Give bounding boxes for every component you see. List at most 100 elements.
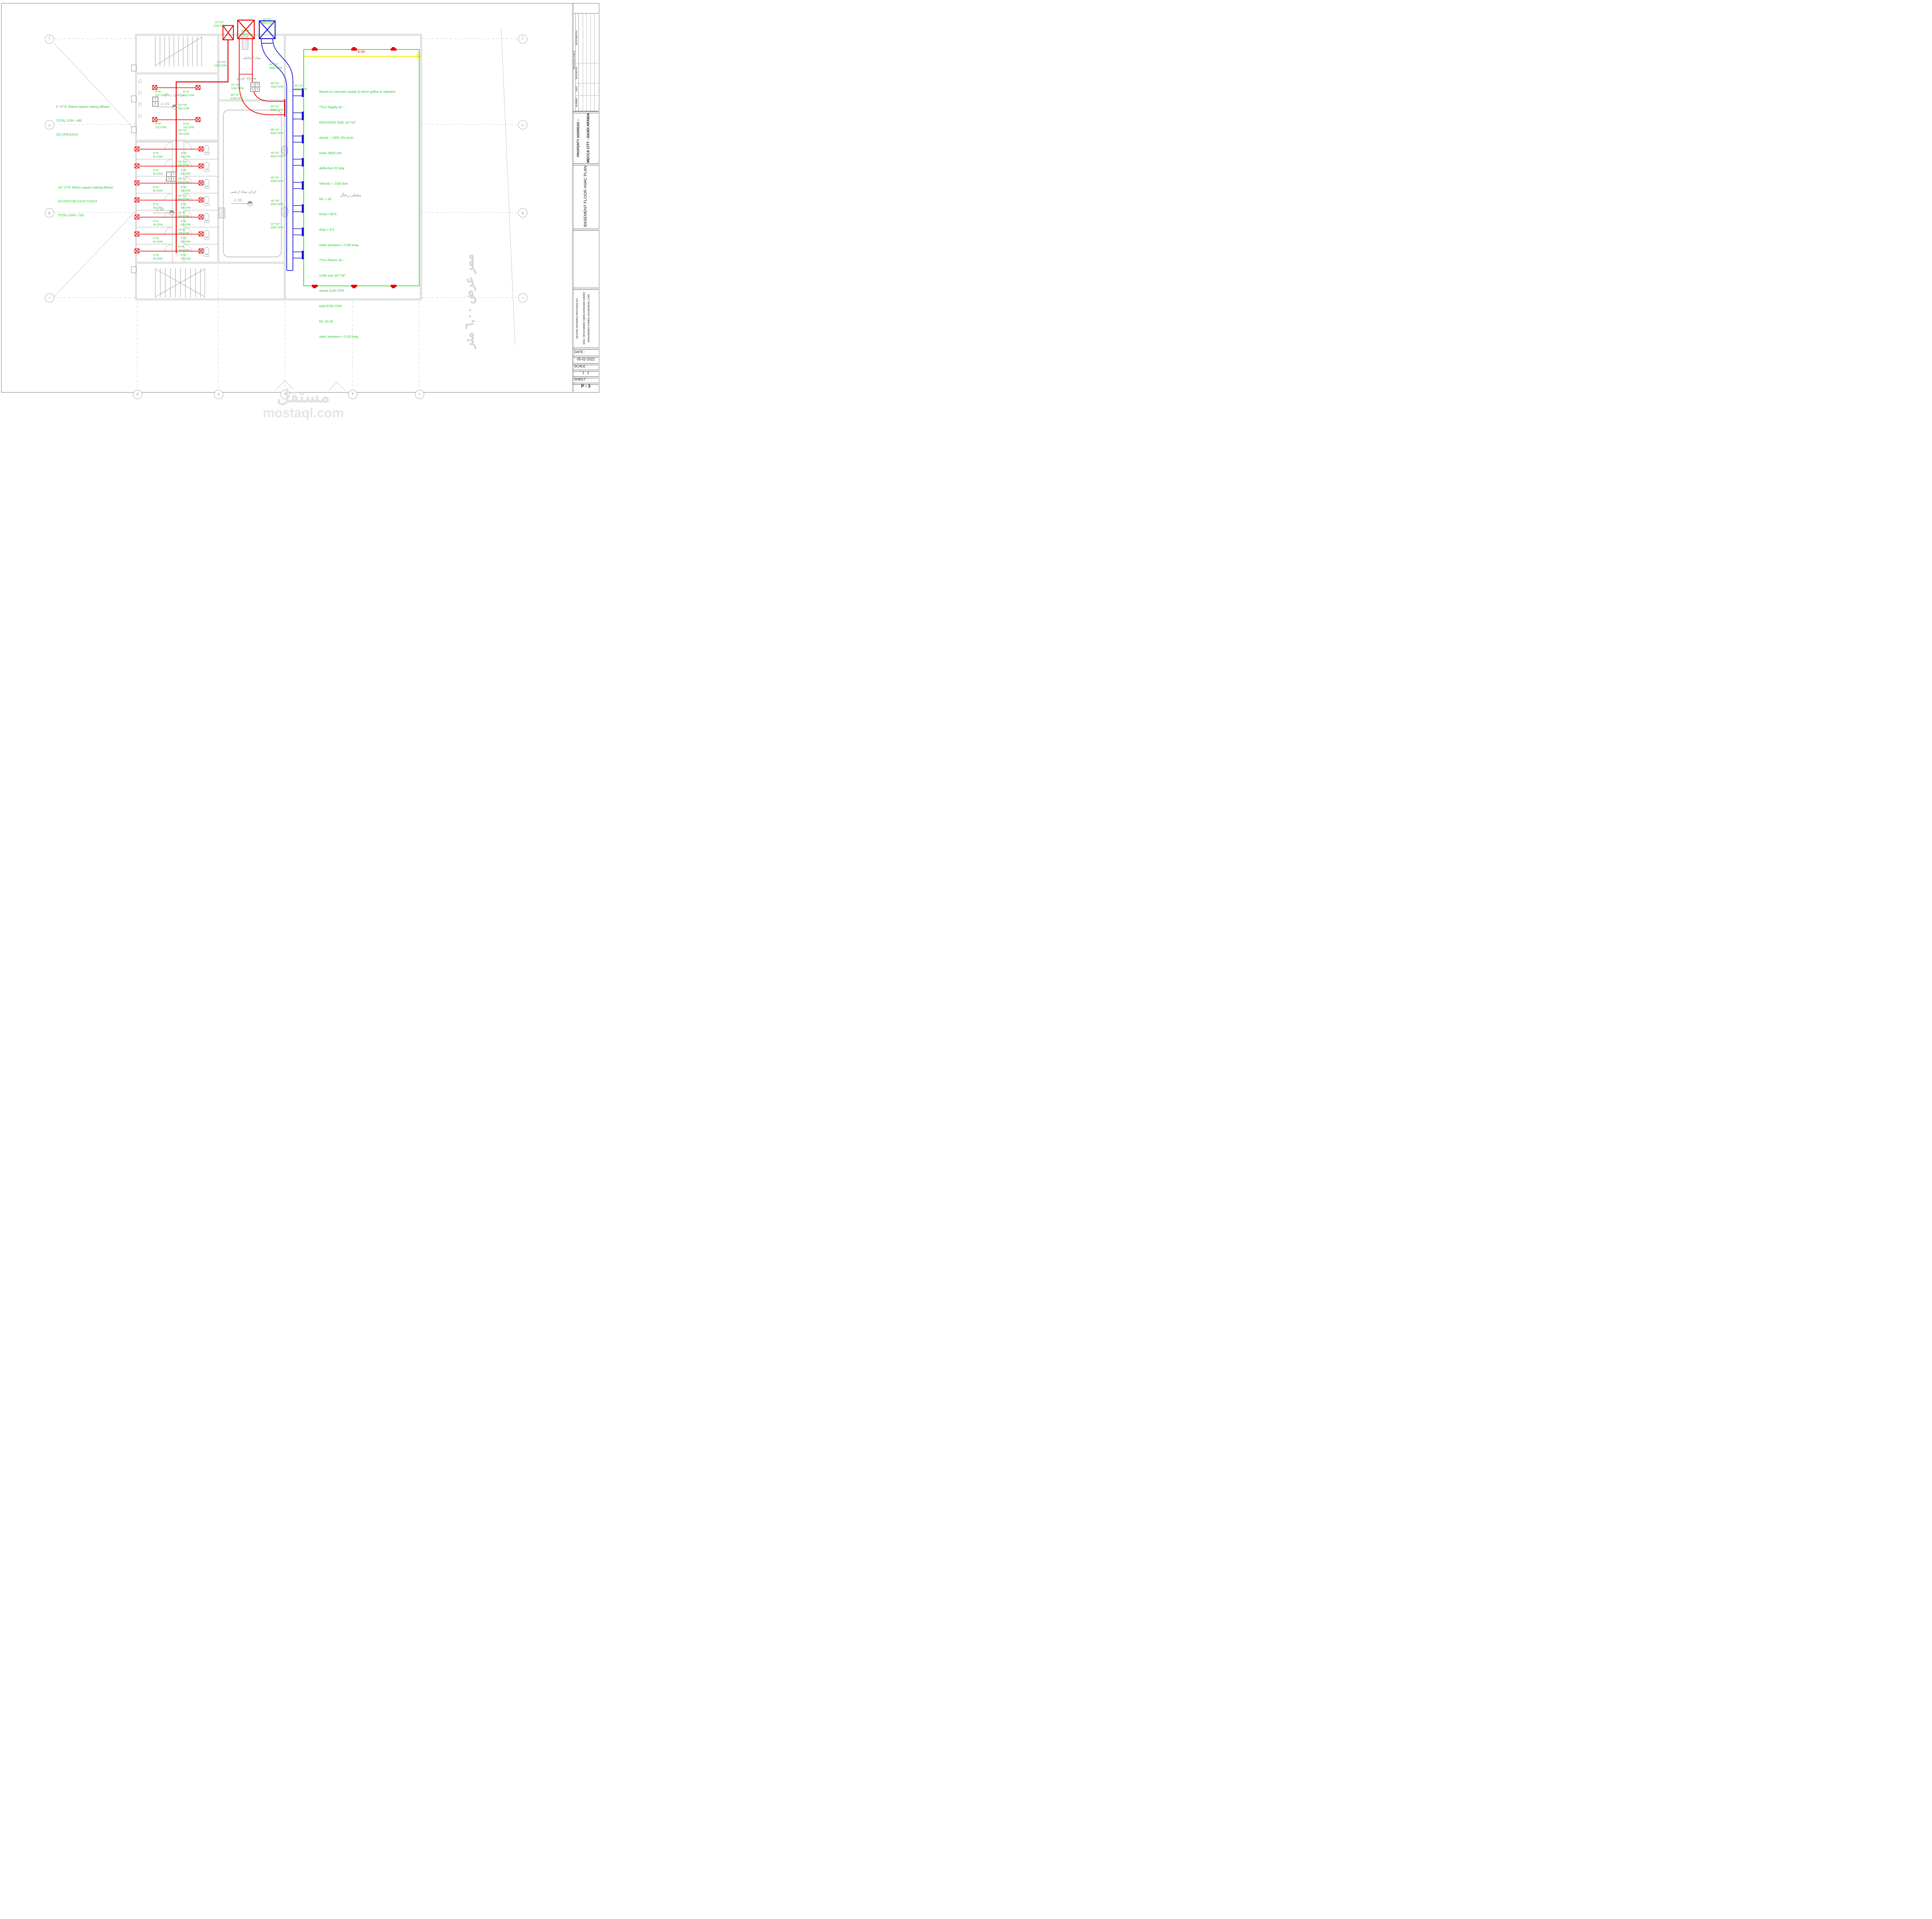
toilet-trunk-label: 16''*12''500 CFM <box>178 178 189 184</box>
note-line: 4 * 6"*6" Return square celeing diffuser <box>56 105 110 109</box>
titleblock-left-border <box>572 3 573 392</box>
spec-line: NC = 35 <box>319 197 332 201</box>
supply-fan-label: 40''*22''8000 CFM <box>261 19 274 25</box>
ablution-branch-label: 8''*8''110 CFM <box>183 123 194 129</box>
exhaust-riser-label: 22''*20''1160 CFM <box>214 61 226 67</box>
ablution-trunk-label: 20''*14''700 CFM <box>178 129 189 136</box>
grid-bubble-col-5: ٥ <box>133 390 142 399</box>
exhaust-branches <box>140 87 199 252</box>
ablution-diffuser-note: 4 * 6"*6" Return square celeing diffuser… <box>56 95 110 146</box>
toilet-branch-label: 6''*6''50 CFM <box>181 169 190 175</box>
plan-linework <box>54 19 518 391</box>
toilet-branch-label: 6''*6''50 CFM <box>153 254 163 260</box>
grid-bubble-row-b-right: ب <box>518 120 527 129</box>
diffuser-x-boxes <box>134 85 204 253</box>
return-elbow-label: 40''*22''6700 CFM <box>231 94 243 100</box>
spec-line: Velocity = 1000 fpm <box>319 182 348 186</box>
supply-run-label: 18''*18''2000 CFM <box>270 200 283 206</box>
titleblock-divider <box>573 383 599 385</box>
toilet-branch-label: 6''*6''50 CFM <box>153 169 163 175</box>
toilet-trunk-label: 10''*8''200 CFM <box>178 229 189 235</box>
spec-line: REGISTER SIZE 24''*10'' <box>319 120 356 124</box>
toilet-branch-label: 6''*6''50 CFM <box>181 237 190 243</box>
toilet-branch-label: 6''*6''50 CFM <box>181 152 190 158</box>
titleblock-divider <box>573 288 599 290</box>
grid-bubble-col-3: ٣ <box>281 390 290 399</box>
room-label-ablution: مواضئ رجال <box>164 93 185 97</box>
toilet-branch-label: 6''*6''50 CFM <box>153 152 163 158</box>
stairs-top <box>155 36 202 66</box>
toilet-trunk-label: 8''*8''100 CFM <box>178 246 189 252</box>
toilet-trunk-label: 16''*8''300 CFM <box>178 212 189 218</box>
provided-by-label: DESIGN DRAWING PROVIDED BY: <box>576 297 579 339</box>
provided-by-email: MOHAMMED.AHMED.ASU@GMAIL.COM <box>587 294 590 342</box>
exhaust-fan-label: 22''*20''1160 CFM <box>213 21 226 27</box>
grid-bubble-row-c: ج <box>45 208 54 218</box>
level-text: -2.00 <box>155 208 165 212</box>
spec-line: Grille size 30''*18'' <box>319 273 346 277</box>
grid-bubble-col-1: ١ <box>415 390 424 399</box>
exhaust-connector-label: 22''*20''1160 CFM <box>231 84 244 90</box>
property-address-label: PROPERTY ADDRESS :- <box>576 119 580 157</box>
spec-line: throw =36 ft <box>319 212 337 216</box>
supply-elbow2-label: 40''*22''8000 CFM <box>294 85 307 91</box>
break-lines <box>54 27 515 391</box>
toilet-branch-label: 6''*6''50 CFM <box>153 237 163 243</box>
room-label-fire-pump: مضخة حريق <box>236 76 257 80</box>
titleblock-divider <box>573 348 599 350</box>
supply-dampers <box>312 47 396 288</box>
toilet-branch-label: 6''*6''50 CFM <box>181 220 190 226</box>
design-spec-block: Based on zamzam supply & return grilles … <box>319 79 395 350</box>
ablution-branch-label: 8''*8''110 CFM <box>155 123 167 129</box>
toilet-fixtures <box>138 79 210 257</box>
grid-bubble-row-a: أ <box>45 34 54 44</box>
grid-bubble-col-4: ٤ <box>214 390 223 399</box>
ablution-trunk-label: 20''*18''920 CFM <box>178 104 189 110</box>
dimension-line <box>304 53 421 60</box>
note-line: 50 CFM FOR EACH TOILET <box>58 200 97 203</box>
supply-registers <box>293 88 304 259</box>
toilet-branch-label: 6''*6''50 CFM <box>153 220 163 226</box>
titleblock-divider <box>573 111 599 113</box>
property-address-value: MECCA CITY - SAUDI ARABIA <box>586 113 590 163</box>
grid-bubble-row-b: ب <box>45 120 54 129</box>
toilet-branch-label: 6''*6''50 CFM <box>181 186 190 192</box>
spec-line: static pressure = 0.03 inwg <box>319 335 359 339</box>
spec-line: total 6700 CFM <box>319 304 342 308</box>
exhaust-trunk <box>175 40 229 253</box>
note-line: TOTAL CFM = 700 <box>58 214 84 217</box>
sheet-number: P - 3 <box>581 384 591 389</box>
spec-line: deflection 22 deg <box>319 166 344 170</box>
toilet-trunk-label: 16''*14''600 CFM <box>178 161 189 167</box>
spec-line: actual 1120 CFM <box>319 289 344 293</box>
supply-run-label: 18''*22''3000 CFM <box>270 177 283 183</box>
water-tank-outline <box>223 110 282 257</box>
toilet-branch-label: 6''*6''50 CFM <box>153 203 163 209</box>
spec-line: Based on zamzam supply & return grilles … <box>319 90 396 94</box>
exhaust-duct-group <box>134 25 234 253</box>
supply-duct-group <box>259 20 304 271</box>
note-line: 115 CFM EACH <box>56 133 78 136</box>
scale-label: SCALE : <box>574 364 588 368</box>
level-text: -2.00 <box>160 102 170 106</box>
level-text: -2.00 <box>233 198 243 202</box>
grid-bubble-col-2: ٢ <box>348 390 357 399</box>
spec-line: NC 20-25 <box>319 319 333 323</box>
titleblock-divider <box>573 229 599 231</box>
titleblock-left-border2 <box>573 3 574 392</box>
supply-run-label: 36''*22''7000 CFM <box>270 82 283 88</box>
corridor-width-text: ممر عرض ٦,٠٠ متر <box>463 254 476 348</box>
titleblock-divider <box>573 163 599 165</box>
spec-line: **For Supply air :- <box>319 105 345 109</box>
ablution-branch-label: 8''*8''110 CFM <box>155 91 167 97</box>
spec-line: **For Return air :- <box>319 258 345 262</box>
room-label-water-tank: خزان مياة ارضى <box>230 190 257 194</box>
date-label: DATE : <box>574 350 585 354</box>
supply-run-label: 24''*22''4000 CFM <box>270 152 283 158</box>
return-fan-box <box>237 19 255 39</box>
stairs-bottom <box>155 268 205 297</box>
return-fan-label: 40''*22''6700 CFM <box>239 30 252 36</box>
